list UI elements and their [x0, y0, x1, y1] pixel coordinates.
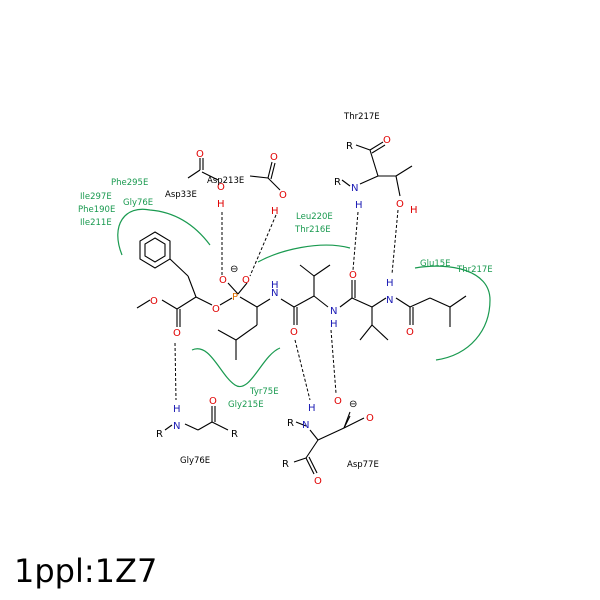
- atom-h-leu: H: [271, 280, 279, 291]
- label-phe295: Phe295E: [111, 178, 148, 188]
- atom-h-thr217-og: H: [410, 205, 418, 216]
- ligand-bonds: [136, 231, 467, 360]
- label-tyr75: Tyr75E: [249, 387, 279, 397]
- atom-h-asp77: H: [308, 403, 316, 414]
- atom-n-asp77: N: [302, 420, 309, 431]
- hydrogen-bonds: [174, 209, 399, 401]
- atom-o-phosphonate-1: O: [219, 275, 227, 286]
- atom-n-val2: N: [386, 295, 393, 306]
- label-gly215: Gly215E: [228, 400, 264, 410]
- atom-n-leu: N: [271, 288, 278, 299]
- label-thr217-hydrophobic: Thr217E: [456, 265, 493, 275]
- atom-o-asp213-carbonyl: O: [270, 152, 278, 163]
- atom-o-thr217-carbonyl: O: [383, 135, 391, 146]
- atom-o-gly76: O: [209, 396, 217, 407]
- atom-o-asp77-od2: O: [366, 413, 374, 424]
- label-ile211: Ile211E: [80, 218, 112, 228]
- atom-r-asp77-c: R: [282, 459, 289, 470]
- atom-o-ester-carbonyl: O: [173, 328, 181, 339]
- atom-o-asp77: O: [314, 476, 322, 487]
- atom-n-thr217: N: [351, 183, 358, 194]
- atom-n-val1: N: [330, 306, 337, 317]
- residue-bonds: [164, 141, 413, 475]
- atom-n-gly76: N: [173, 421, 180, 432]
- atom-h-gly76: H: [173, 404, 181, 415]
- label-leu220: Leu220E: [296, 212, 333, 222]
- atom-o-asp33: O: [217, 182, 225, 193]
- atom-r-thr217: R: [346, 141, 353, 152]
- label-ile297: Ile297E: [80, 192, 112, 202]
- atom-o-phosphonate-2: O: [242, 275, 250, 286]
- charge-asp77: ⊖: [349, 399, 357, 410]
- atom-h-val2: H: [386, 278, 394, 289]
- label-thr217-top: Thr217E: [343, 112, 380, 122]
- atom-o-thr217-og: O: [396, 199, 404, 210]
- hydrophobic-arcs: [117, 208, 491, 388]
- label-asp33: Asp33E: [165, 190, 197, 200]
- atom-h-asp33: H: [217, 199, 225, 210]
- structure-caption: 1ppl:1Z7: [14, 552, 158, 590]
- atom-h-val1: H: [330, 319, 338, 330]
- atom-r-gly76-c: R: [231, 429, 238, 440]
- label-gly76-hydrophobic: Gly76E: [123, 198, 153, 208]
- atom-h-thr217: H: [355, 200, 363, 211]
- atom-o-asp213: O: [279, 190, 287, 201]
- atom-labels: O O O P O O ⊖ N H O N H O N H O O O H O …: [150, 135, 418, 487]
- atom-o-asp77-od1: O: [334, 396, 342, 407]
- atom-o-val2: O: [406, 327, 414, 338]
- atom-o-ester-methoxy: O: [150, 296, 158, 307]
- atom-r-thr217-n: R: [334, 177, 341, 188]
- label-phe190: Phe190E: [78, 205, 115, 215]
- label-asp213: Asp213E: [207, 176, 244, 186]
- charge-phosphonate: ⊖: [230, 264, 238, 275]
- atom-o-asp33-carbonyl: O: [196, 149, 204, 160]
- label-thr216: Thr216E: [294, 225, 331, 235]
- atom-o-leu: O: [290, 327, 298, 338]
- atom-p: P: [232, 292, 238, 303]
- atom-r-gly76: R: [156, 429, 163, 440]
- label-asp77: Asp77E: [347, 460, 379, 470]
- atom-o-phosphonate-ester: O: [212, 304, 220, 315]
- atom-o-val1: O: [349, 270, 357, 281]
- atom-r-asp77: R: [287, 418, 294, 429]
- residue-labels: Thr217E Asp213E Asp33E Gly76E Asp77E Phe…: [78, 112, 493, 470]
- label-glu15: Glu15E: [420, 259, 451, 269]
- atom-h-asp213: H: [271, 206, 279, 217]
- label-gly76: Gly76E: [180, 456, 210, 466]
